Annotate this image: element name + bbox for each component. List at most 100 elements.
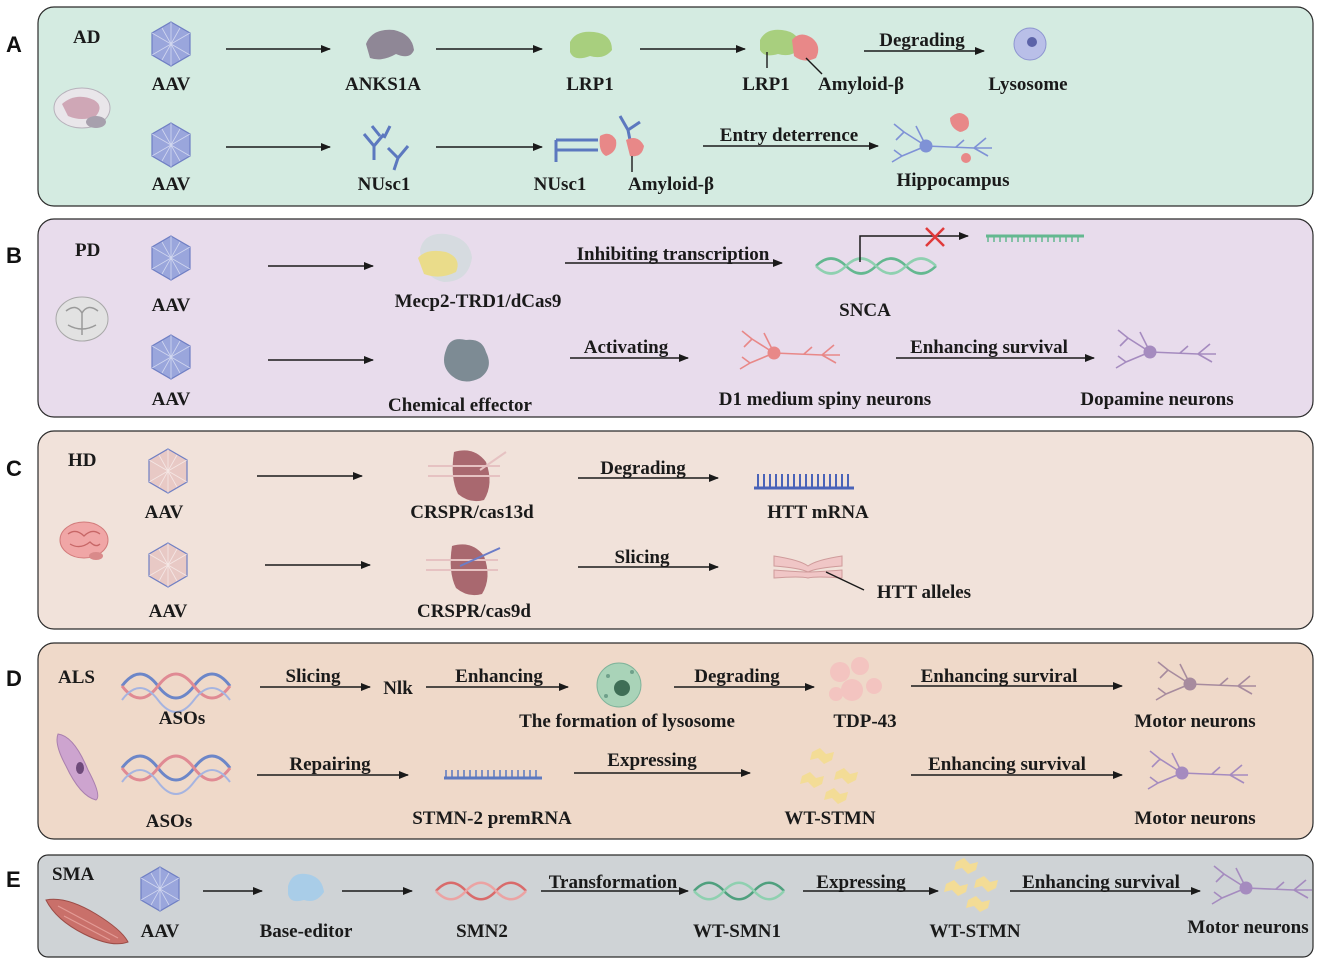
- arrow-label-slicing: Slicing: [286, 666, 341, 687]
- label-aav: AAV: [152, 295, 191, 316]
- label-mecp2-trd1-dcas9: Mecp2-TRD1/dCas9: [395, 291, 562, 312]
- arrow-label-degrading: Degrading: [600, 458, 686, 479]
- panel-e-letter: E: [6, 867, 21, 892]
- arrow-label-degrading: Degrading: [879, 30, 965, 51]
- label-snca: SNCA: [839, 300, 891, 321]
- label-tdp-43: TDP-43: [833, 711, 896, 732]
- lysosome-icon: [1013, 27, 1047, 61]
- lysosome-formation-icon: [596, 662, 642, 708]
- label-stmn-2-premrna: STMN-2 premRNA: [412, 808, 572, 829]
- label-aav: AAV: [152, 389, 191, 410]
- base-editor-icon: [288, 873, 324, 902]
- arrow-label-enhancing: Enhancing: [455, 666, 543, 687]
- arrow-label-transformation: Transformation: [549, 872, 678, 893]
- panel-a-background: [37, 6, 1314, 207]
- nusc1-antibody-icon: [362, 125, 410, 171]
- label-wt-smn1: WT-SMN1: [693, 921, 781, 942]
- label-smn2: SMN2: [456, 921, 508, 942]
- nusc1-bound-icon: [554, 115, 644, 162]
- label-hippocampus: Hippocampus: [897, 170, 1010, 191]
- amyloid-beta-icon: [792, 34, 819, 61]
- label-nlk: Nlk: [383, 678, 413, 699]
- label-asos: ASOs: [146, 811, 192, 832]
- label-nusc1: NUsc1: [534, 174, 587, 195]
- pointer-line: [805, 57, 823, 75]
- brain-coronal-icon: [55, 296, 109, 342]
- arrow-label-enhancing-survival: Enhancing survival: [1022, 872, 1180, 893]
- arrow-label-degrading: Degrading: [694, 666, 780, 687]
- panel-c-letter: C: [6, 456, 22, 481]
- brain-sagittal-icon: [53, 87, 111, 129]
- label-aav: AAV: [152, 74, 191, 95]
- panel-c: C HD AAV CRSPR/cas13d Degrading HTT mRNA…: [6, 430, 1314, 630]
- label-lrp1: LRP1: [566, 74, 614, 95]
- arrow-label-inhibiting-transcription: Inhibiting transcription: [577, 244, 770, 265]
- arrow-label-enhancing-surviral: Enhancing surviral: [921, 666, 1078, 687]
- label-nusc1: NUsc1: [358, 174, 411, 195]
- panel-b-letter: B: [6, 243, 22, 268]
- label-chemical-effector: Chemical effector: [388, 395, 533, 416]
- crispr-cas9d-icon: [426, 544, 501, 596]
- label-d1-medium-spiny-neurons: D1 medium spiny neurons: [719, 389, 931, 410]
- panel-e: E SMA AAV Base-editor SMN2 Transformatio…: [6, 854, 1314, 958]
- snca-dna-icon: [815, 227, 1084, 275]
- panel-b-background: [37, 218, 1314, 418]
- wt-smn1-dna-icon: [693, 881, 785, 901]
- anks1a-protein-icon: [366, 29, 414, 60]
- label-lysosome: Lysosome: [988, 74, 1067, 95]
- label-formation-of-lysosome: The formation of lysosome: [519, 711, 735, 732]
- panel-c-background: [37, 430, 1314, 630]
- panel-d-letter: D: [6, 666, 22, 691]
- panel-d-disease-label: ALS: [58, 667, 95, 688]
- panel-a-disease-label: AD: [73, 27, 100, 48]
- label-wt-stmn: WT-STMN: [784, 808, 875, 829]
- label-wt-stmn: WT-STMN: [929, 921, 1020, 942]
- arrow-label-entry-deterrence: Entry deterrence: [720, 125, 858, 146]
- panel-e-background: [37, 854, 1314, 958]
- label-aav: AAV: [141, 921, 180, 942]
- label-motor-neurons: Motor neurons: [1187, 917, 1308, 938]
- mecp2-dcas9-protein-icon: [418, 233, 472, 282]
- htt-mrna-icon: [754, 474, 854, 490]
- panel-c-disease-label: HD: [68, 450, 97, 471]
- panel-e-disease-label: SMA: [52, 864, 95, 885]
- label-aav: AAV: [145, 502, 184, 523]
- panel-b-disease-label: PD: [75, 240, 100, 261]
- tdp-43-aggregate-icon: [829, 657, 882, 701]
- arrow-label-expressing: Expressing: [607, 750, 697, 771]
- arrow-label-enhancing-survival: Enhancing survival: [928, 754, 1086, 775]
- arrow-label-enhancing-survival: Enhancing survival: [910, 337, 1068, 358]
- brain-icon: [59, 521, 109, 560]
- label-aav: AAV: [149, 601, 188, 622]
- panel-b: B PD AAV Mecp2-TRD1/dCas9 Inhibiting tra…: [6, 218, 1314, 418]
- label-crispr-cas13d: CRSPR/cas13d: [410, 502, 534, 523]
- label-crispr-cas9d: CRSPR/cas9d: [417, 601, 531, 622]
- wt-stmn-protein-icon: [800, 748, 858, 804]
- arrow-label-repairing: Repairing: [289, 754, 371, 775]
- label-htt-alleles: HTT alleles: [877, 582, 971, 603]
- label-aav: AAV: [152, 174, 191, 195]
- label-amyloid-beta: Amyloid-β: [818, 74, 904, 95]
- crispr-cas13d-icon: [428, 450, 507, 502]
- muscle-icon: [45, 898, 129, 945]
- cell-icon: [56, 733, 99, 801]
- label-motor-neurons: Motor neurons: [1134, 808, 1255, 829]
- panel-d: D ALS ASOs Slicing Nlk Enhancing The for…: [6, 642, 1314, 840]
- asos-dna-icon: [120, 754, 232, 795]
- label-base-editor: Base-editor: [260, 921, 353, 942]
- htt-alleles-chromosome-icon: [773, 555, 865, 591]
- label-asos: ASOs: [159, 708, 205, 729]
- panel-a-letter: A: [6, 32, 22, 57]
- arrow-label-activating: Activating: [584, 337, 669, 358]
- label-lrp1: LRP1: [742, 74, 790, 95]
- chemical-effector-icon: [444, 339, 489, 382]
- label-htt-mrna: HTT mRNA: [767, 502, 869, 523]
- wt-stmn-protein-icon: [944, 858, 998, 912]
- label-dopamine-neurons: Dopamine neurons: [1080, 389, 1233, 410]
- smn2-dna-icon: [435, 881, 527, 901]
- asos-dna-icon: [120, 672, 232, 713]
- stmn-2-premrna-icon: [444, 770, 542, 780]
- hippocampus-neuron-icon: [891, 113, 993, 163]
- lrp1-protein-icon: [760, 29, 800, 56]
